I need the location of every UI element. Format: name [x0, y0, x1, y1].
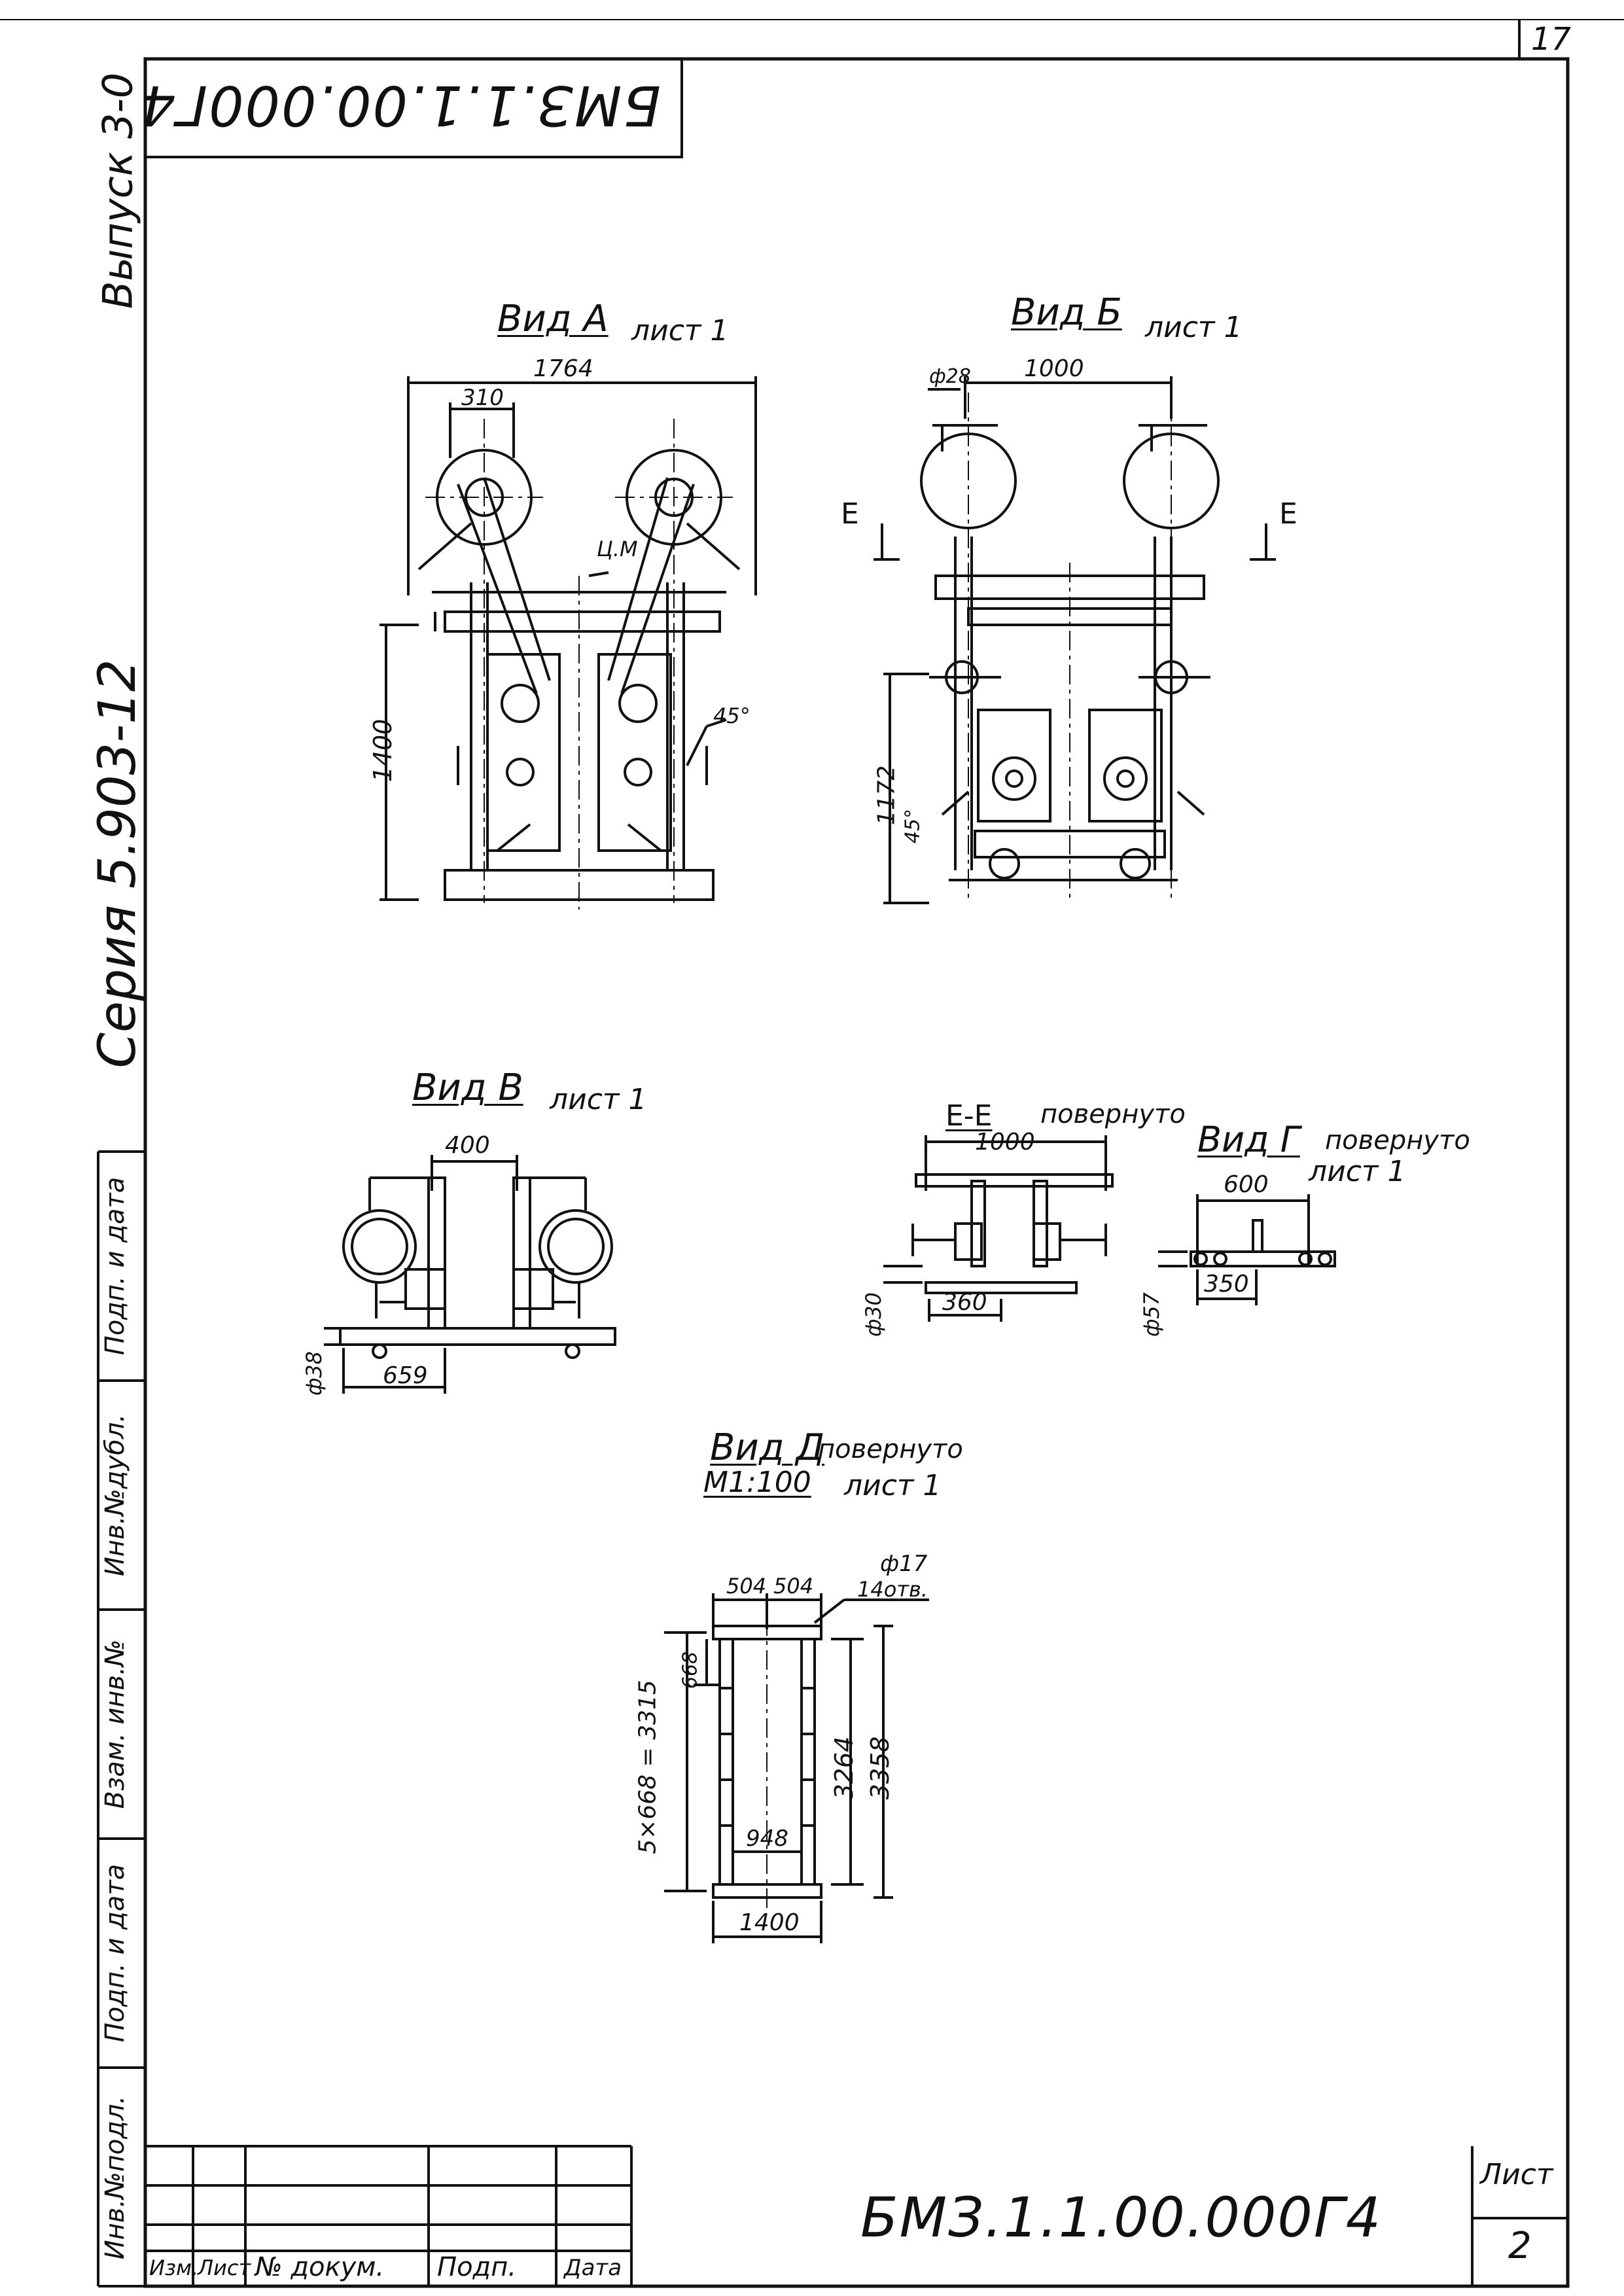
view-a-dim-height: 1400 [368, 718, 397, 783]
view-g-title: Вид Г [1197, 1119, 1300, 1160]
view-a-sheet: лист 1 [631, 314, 729, 347]
side-stamp-label: Инв.№подл. [100, 2095, 130, 2260]
view-b-dim-width: 1000 [1024, 355, 1084, 382]
view-b-section-left: Е [841, 497, 859, 531]
view-b-dim-height: 1172 [873, 765, 900, 826]
view-v-dim-base: 659 [383, 1362, 428, 1389]
title-block-col-list: Лист [198, 2255, 251, 2280]
mirrored-stamp: БМЗ.1.1.00.000Г4 [139, 73, 661, 137]
section-ee-dim-base: 360 [942, 1289, 987, 1316]
title-block-designation: БМЗ.1.1.00.000Г4 [860, 2185, 1383, 2250]
view-a-dim-width: 1764 [533, 355, 593, 382]
view-g-dim-base: 350 [1204, 1271, 1249, 1298]
title-block-sheet-number: 2 [1508, 2225, 1532, 2267]
side-stamp-label: Подп. и дата [100, 1176, 130, 1356]
view-v-sheet: лист 1 [550, 1083, 647, 1116]
view-d-note: повернуто [818, 1434, 963, 1464]
title-block-col-doc: № докум. [255, 2252, 385, 2282]
view-g-dim-pipe: ф57 [1139, 1292, 1164, 1337]
view-g-dim-width: 600 [1224, 1171, 1269, 1198]
section-ee-dim-pipe: ф30 [861, 1292, 886, 1337]
side-stamp-label: Инв.№дубл. [100, 1413, 130, 1577]
view-d-dim-holes: 14отв. [857, 1577, 928, 1602]
view-d-dim-total-pitch: 5×668 = 3315 [634, 1680, 662, 1854]
title-block-col-izm: Изм. [149, 2255, 199, 2280]
title-block-col-date: Дата [564, 2255, 622, 2281]
view-d-dim-inner-w: 948 [746, 1826, 788, 1852]
view-v-dim-width: 400 [445, 1132, 490, 1159]
view-d-scale: М1:100 [703, 1466, 811, 1499]
view-b-section-right: Е [1279, 497, 1297, 531]
view-b-dim-pipe: ф28 [929, 365, 971, 388]
issue-label: Выпуск 3-0 [94, 72, 142, 309]
section-ee-title: Е-Е [945, 1099, 993, 1133]
view-a-label-cm: Ц.М [597, 537, 638, 561]
view-a-dim-offset: 310 [461, 385, 504, 411]
view-d-sheet: лист 1 [844, 1469, 942, 1502]
view-d-dim-outer-w: 1400 [739, 1909, 800, 1936]
page-number: 17 [1531, 21, 1572, 58]
view-b-dim-angle: 45° [901, 808, 925, 844]
view-a-title: Вид А [497, 298, 609, 340]
view-b-sheet: лист 1 [1145, 311, 1243, 344]
side-stamp-label: Подп. и дата [100, 1863, 130, 2043]
section-ee-dim-width: 1000 [975, 1129, 1035, 1156]
view-v-title: Вид В [412, 1067, 523, 1109]
view-a-dim-angle: 45° [713, 703, 750, 728]
view-d-dim-outer-h: 3358 [866, 1736, 894, 1800]
title-block-col-sign: Подп. [437, 2252, 517, 2282]
view-d-dim-inner-h: 3264 [830, 1736, 858, 1800]
title-block-sheet-label: Лист [1480, 2158, 1553, 2191]
view-d-dim-top-b: 504 [773, 1574, 814, 1598]
section-ee-note: повернуто [1040, 1099, 1186, 1129]
view-b-title: Вид Б [1011, 291, 1122, 334]
view-g-sheet: лист 1 [1309, 1155, 1406, 1188]
side-stamp-label: Взам. инв.№ [100, 1639, 130, 1809]
view-d-title: Вид Д [710, 1426, 825, 1469]
view-d-dim-pitch: 668 [679, 1651, 702, 1689]
view-g-note: повернуто [1325, 1125, 1470, 1156]
view-d-dim-hole: ф17 [880, 1551, 928, 1577]
series-label: Серия 5.903-12 [88, 659, 147, 1069]
view-v-dim-pipe: ф38 [302, 1351, 327, 1396]
view-d-dim-top-a: 504 [726, 1574, 767, 1598]
